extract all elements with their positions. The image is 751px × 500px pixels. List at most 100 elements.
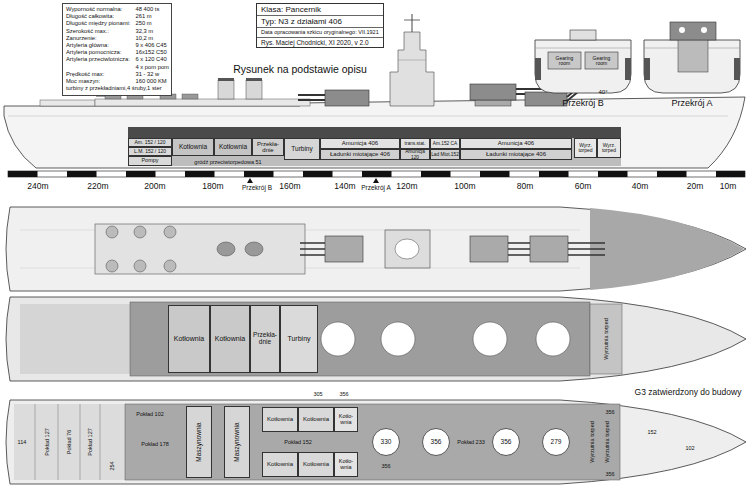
- compartment-name: Maszynownia: [234, 422, 241, 461]
- compartment: Wyrz. torped: [574, 138, 597, 158]
- ship-side-hull: [8, 116, 728, 117]
- armor-plan: [80, 404, 81, 480]
- compartment-name: Turbiny: [291, 146, 312, 153]
- hold-plan: [6, 297, 746, 381]
- barbette-circle: 356: [422, 428, 450, 456]
- armor-plan: [14, 404, 125, 480]
- scale-bar: [8, 171, 745, 177]
- compartment-name: Wyrz. torped: [598, 143, 620, 154]
- main-turrets: [475, 100, 511, 106]
- spec-text: 9 x 406 C45: [135, 43, 166, 49]
- cross-section-a: [708, 48, 740, 49]
- superstructure: [95, 99, 310, 106]
- armor-thickness: 102: [685, 445, 694, 451]
- spec-text: 10,2 m: [135, 36, 153, 42]
- armor-label: Pokład 127: [44, 428, 50, 456]
- scale-label: 180m: [202, 182, 223, 191]
- compartment-name: L.M. 152 / 120: [134, 149, 166, 154]
- compartment: Turbiny: [284, 138, 320, 160]
- compartment: Pompy: [128, 156, 172, 166]
- hold-plan: [321, 322, 355, 356]
- compartment-label: Gearing room: [550, 55, 580, 66]
- superstructure: [40, 100, 95, 106]
- armor-label: Pokład 233: [457, 439, 485, 445]
- section-marker-label: Przekrój A: [361, 184, 391, 191]
- scale-label: 160m: [279, 182, 300, 191]
- cross-section-a: [644, 40, 740, 93]
- armor-thickness: 254: [109, 461, 115, 470]
- compartment: Kotłownia: [298, 407, 334, 432]
- cross-section-a: [644, 48, 678, 49]
- deck-plan: [6, 207, 746, 291]
- spec-text: 31 - 32 w: [135, 72, 159, 78]
- title-text: Rys. Maciej Chodnicki, XI 2020, v 2.0: [257, 38, 383, 47]
- compartment: Lad Miot.152: [430, 149, 460, 160]
- deck-plan: [568, 254, 605, 256]
- hold-plan: [6, 297, 746, 381]
- cross-section-a: [701, 27, 707, 33]
- deck-plan: [134, 260, 146, 272]
- compartment: Ładunki miotające 406: [460, 149, 572, 160]
- hold-plan: [590, 304, 622, 374]
- main-turrets: [325, 90, 369, 106]
- deck-plan: [530, 236, 568, 262]
- compartment-label: Wyrzutnia torped: [589, 421, 595, 463]
- deck-plan: [325, 236, 363, 262]
- compartment: Kotło- wnia: [334, 452, 358, 477]
- superstructure: [246, 80, 262, 99]
- spec-text: Szerokość max.:: [66, 29, 109, 35]
- scale-label: 100m: [454, 182, 475, 191]
- compartment-name: Przekła- dnie: [251, 332, 279, 346]
- title-text: Data opracowania szkicu oryginalnego: VI…: [257, 28, 383, 37]
- cross-section-b: [625, 58, 631, 80]
- compartment: Przekła- dnie: [250, 305, 280, 373]
- compartment: Kotło- wnia: [334, 407, 358, 432]
- armor-plan: [100, 404, 101, 480]
- deck-plan: [568, 248, 605, 250]
- compartment-name: Amunicja 406: [498, 140, 534, 146]
- armor-belt: [128, 127, 621, 166]
- cross-section-b: [535, 58, 541, 80]
- compartment-name: Kotłownia: [303, 461, 329, 467]
- deck-plan: [395, 239, 419, 259]
- hold-plan: [381, 322, 415, 356]
- deck-plan: [470, 236, 508, 262]
- scale-label: 200m: [144, 182, 165, 191]
- armor-label: Pokład 178: [141, 441, 169, 447]
- armor-thickness: 356: [605, 409, 614, 415]
- compartment-name: Am.152 CA: [433, 141, 458, 146]
- compartment-name: Wyrz. torped: [575, 143, 596, 154]
- scale-label: 140m: [334, 182, 355, 191]
- superstructure: [412, 14, 413, 32]
- armor-label: Pokład 76: [66, 430, 72, 454]
- cross-section-b: [570, 30, 596, 40]
- cross-section-a: [734, 58, 740, 80]
- deck-plan: [217, 242, 235, 256]
- deck-plan: [95, 224, 305, 274]
- compartment: Kotłownia: [168, 305, 210, 373]
- cross-section-b: [585, 52, 618, 69]
- deck-plan: [245, 242, 263, 256]
- compartment-name: trans.stat.: [404, 141, 425, 146]
- compartment: L.M. 152 / 120: [128, 147, 172, 156]
- deck-plan: [106, 226, 118, 238]
- scale-bar: [8, 171, 745, 177]
- spec-text: Artyleria główna:: [66, 43, 109, 49]
- compartment: Kotłownia: [214, 138, 252, 156]
- spec-text: Artyleria przeciwlotnicza:: [66, 57, 130, 63]
- compartment-name: Maszynownia: [196, 422, 203, 461]
- deck-plan: [590, 208, 744, 290]
- spec-text: 250 m: [135, 21, 151, 27]
- armor-belt: [128, 127, 621, 138]
- compartment-name: Kotłownia: [174, 335, 204, 342]
- compartment-label: Wyrzutnia torped: [603, 318, 609, 360]
- main-turrets: [525, 92, 567, 106]
- main-turrets: [298, 94, 325, 96]
- compartment: Przekła- dnie: [252, 138, 284, 156]
- cross-section-a: [644, 58, 650, 80]
- deck-plan: [134, 226, 146, 238]
- spec-table: Wyporność normalna:48 400 tsDługość całk…: [62, 3, 172, 96]
- armor-thickness: 152: [647, 429, 656, 435]
- title-block: Klasa: PancernikTyp: N3 z działami 406Da…: [256, 3, 384, 48]
